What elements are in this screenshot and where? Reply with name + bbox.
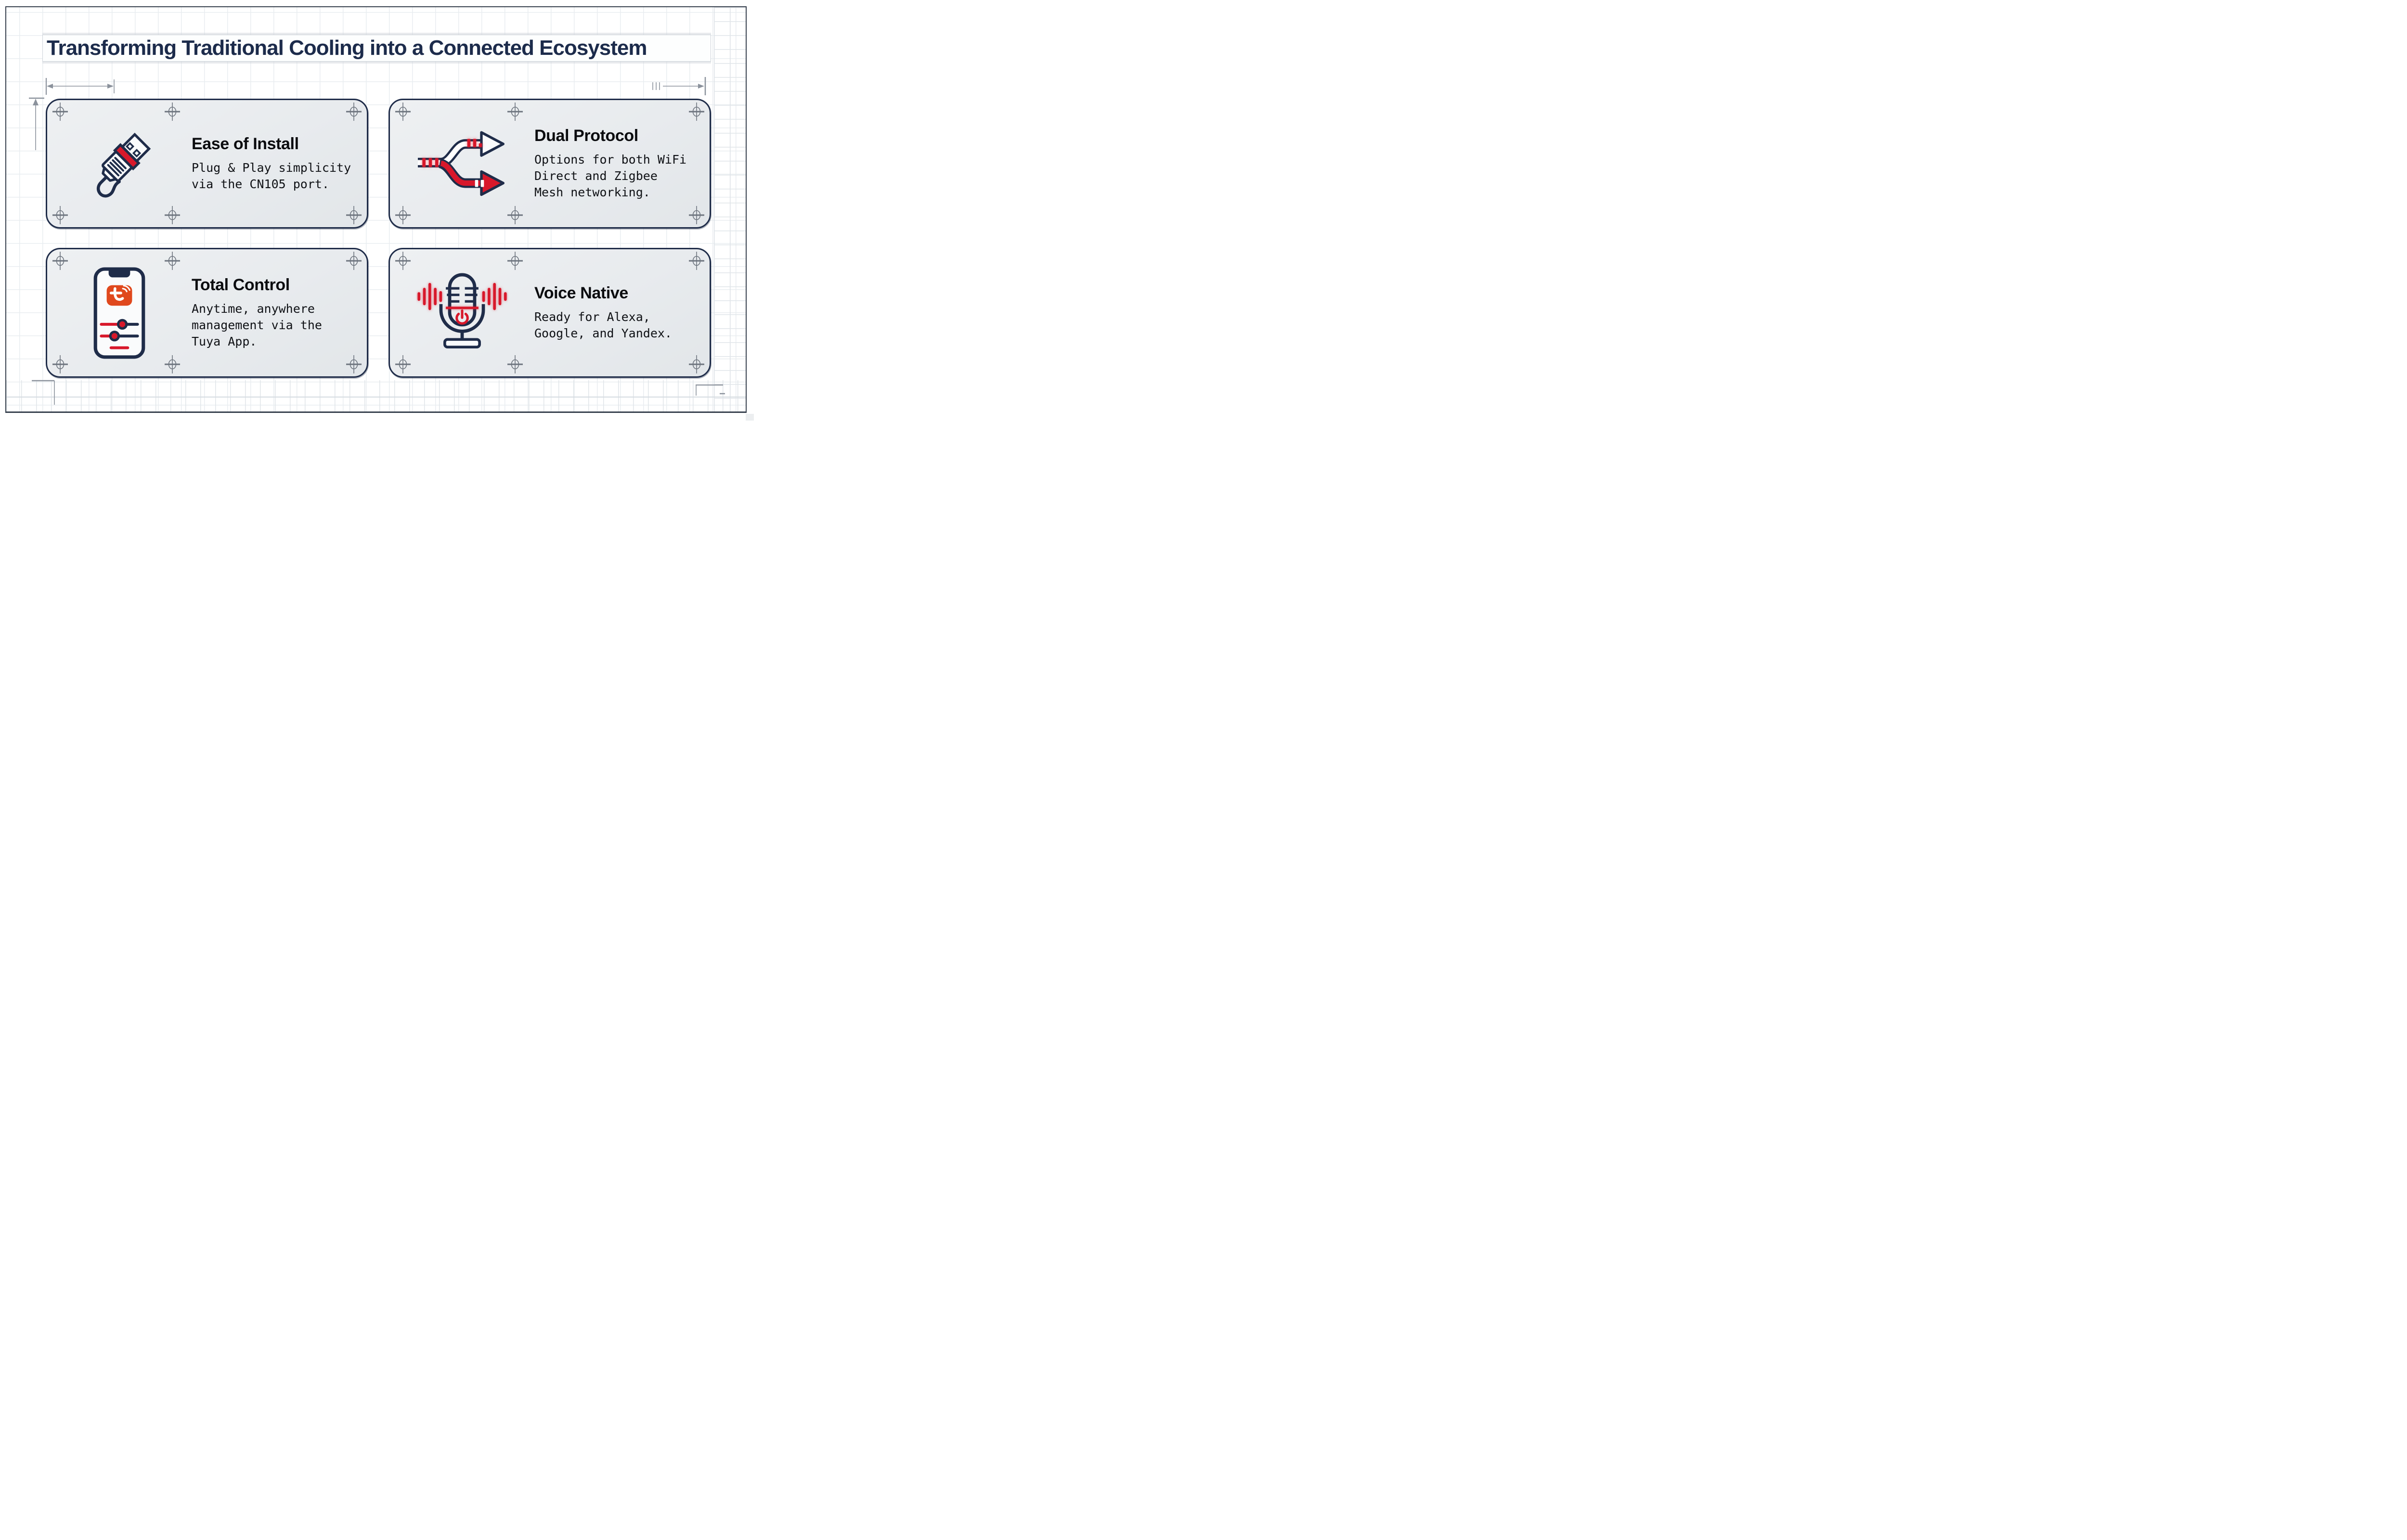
card-icon-column xyxy=(390,123,534,205)
card-total-control: Total Control Anytime, anywhere manageme… xyxy=(46,248,368,378)
lower-grid-line xyxy=(6,397,746,398)
right-ruler-strip xyxy=(714,7,746,412)
card-ease-of-install: Ease of Install Plug & Play simplicity v… xyxy=(46,99,368,229)
title-bar: Transforming Traditional Cooling into a … xyxy=(42,35,711,62)
card-text-column: Voice Native Ready for Alexa, Google, an… xyxy=(534,284,710,342)
corner-chip xyxy=(746,414,754,421)
card-heading: Total Control xyxy=(192,276,290,294)
card-body: Anytime, anywhere management via the Tuy… xyxy=(192,302,322,348)
smartphone-tuya-app-icon xyxy=(93,267,145,359)
card-body: Plug & Play simplicity via the CN105 por… xyxy=(192,161,351,191)
card-body: Ready for Alexa, Google, and Yandex. xyxy=(534,310,672,340)
card-text-column: Dual Protocol Options for both WiFi Dire… xyxy=(534,127,710,201)
microphone-voice-icon xyxy=(417,273,507,348)
blueprint-frame xyxy=(5,6,747,413)
card-body: Options for both WiFi Direct and Zigbee … xyxy=(534,153,687,199)
page-title: Transforming Traditional Cooling into a … xyxy=(47,36,647,60)
card-icon-column xyxy=(47,122,192,206)
card-icon-column xyxy=(390,272,534,354)
card-icon-column xyxy=(47,267,192,359)
card-text-column: Total Control Anytime, anywhere manageme… xyxy=(192,276,367,350)
usb-plug-icon xyxy=(96,132,151,197)
card-text-column: Ease of Install Plug & Play simplicity v… xyxy=(192,135,367,192)
card-dual-protocol: Dual Protocol Options for both WiFi Dire… xyxy=(388,99,711,229)
card-heading: Dual Protocol xyxy=(534,127,638,145)
card-voice-native: Voice Native Ready for Alexa, Google, an… xyxy=(388,248,711,378)
card-heading: Ease of Install xyxy=(192,135,299,153)
bottom-ruler-strip xyxy=(6,380,746,412)
card-heading: Voice Native xyxy=(534,284,628,302)
split-arrows-icon xyxy=(418,130,505,196)
